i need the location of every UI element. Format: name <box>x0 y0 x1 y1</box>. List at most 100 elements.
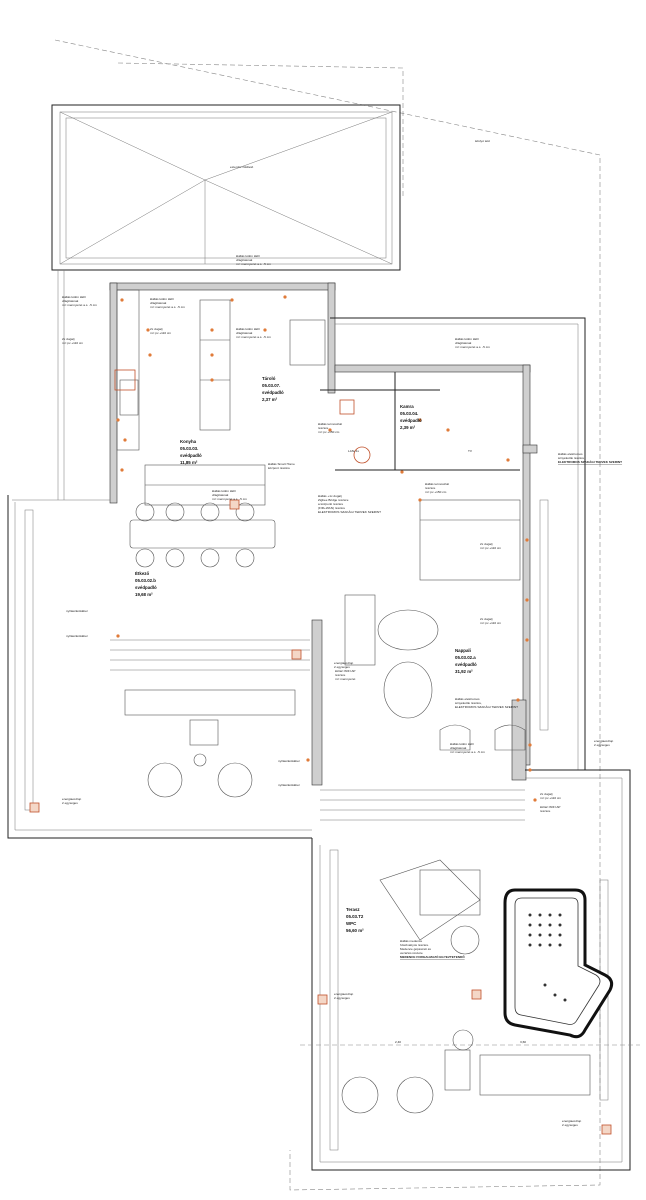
svg-text:Medence gépészeti és: Medence gépészeti és <box>400 947 431 951</box>
room-label-kamra: Kamra 05.03.04. svédpadló 2,39 m² <box>400 404 422 430</box>
svg-text:kiállás külön LED: kiállás külön LED <box>150 297 174 301</box>
annotation-smarthome: kiállás Smart Home központ részére <box>268 462 295 470</box>
svg-text:Konyha: Konyha <box>180 439 197 444</box>
hot-tub <box>503 888 614 1039</box>
kitchen-cabinets <box>116 289 326 506</box>
dining-table <box>129 502 276 568</box>
roof-outline-dashed <box>117 62 404 198</box>
svg-text:svédpadló: svédpadló <box>180 453 202 458</box>
green-roof: extenzív zöldtető <box>51 104 401 271</box>
svg-text:a központi részére: a központi részére <box>318 502 344 506</box>
svg-text:energiaoszlop: energiaoszlop <box>334 661 354 665</box>
svg-text:MEDENCE FORGALMAZÓ EGYEZTETEND: MEDENCE FORGALMAZÓ EGYEZTETENDŐ <box>400 954 465 959</box>
building-walls <box>109 282 538 786</box>
svg-text:világításnak: világításnak <box>212 493 229 497</box>
svg-text:energiaoszlop: energiaoszlop <box>334 992 354 996</box>
svg-text:2x dugalj: 2x dugalj <box>540 792 553 796</box>
svg-text:m= mennyezet: m= mennyezet <box>335 677 356 681</box>
svg-text:energiaoszlop: energiaoszlop <box>62 797 82 801</box>
svg-text:m= pv +110 cm: m= pv +110 cm <box>540 796 562 800</box>
annotation-energy-4: energiaoszlop 2 egységes <box>562 1119 582 1127</box>
svg-text:05.03.04.: 05.03.04. <box>400 411 418 416</box>
svg-text:m= mennyezet a.s. -5 cm: m= mennyezet a.s. -5 cm <box>455 345 490 349</box>
outlet-icon <box>601 1124 612 1135</box>
upper-terrace <box>7 317 586 839</box>
annotation-wifi-ap: kültéri WIFI AP részére m= mennyezet <box>335 669 356 681</box>
svg-text:05.03.07.: 05.03.07. <box>262 383 280 388</box>
outlet-icon <box>353 446 371 464</box>
svg-text:részére: részére <box>540 809 551 813</box>
roof-label: extenzív zöldtető <box>230 165 253 169</box>
svg-text:világításnak: világításnak <box>150 301 167 305</box>
svg-text:energiaoszlop: energiaoszlop <box>594 739 614 743</box>
annotation-electric-shades: kiállás elektromos árnyékolók részére, E… <box>558 452 622 464</box>
annotation-jacuzzi: kiállás medence hőszivattyús részére. Me… <box>400 939 465 959</box>
svg-text:2x dugalj: 2x dugalj <box>480 617 493 621</box>
lan-label: LAN+1x <box>348 449 360 453</box>
svg-text:kiállás külön LED: kiállás külön LED <box>236 254 260 258</box>
svg-text:hőszivattyús részére.: hőszivattyús részére. <box>400 943 429 947</box>
annotation-zigbee: kiállás +1x dugalj Zigbee Bridge részére… <box>318 494 381 514</box>
svg-text:Zigbee Bridge részére: Zigbee Bridge részére <box>318 498 349 502</box>
plot-boundary <box>54 39 601 1191</box>
annotation-energy-5: energiaoszlop 2 egységes <box>594 739 614 747</box>
svg-text:2x dugalj: 2x dugalj <box>62 337 75 341</box>
svg-text:kiállás külön LED: kiállás külön LED <box>450 742 474 746</box>
svg-text:Étkező: Étkező <box>135 571 149 576</box>
annotation-led-top: kiállás külön LED világításnak m= mennye… <box>236 254 271 266</box>
lower-terrace-furniture <box>341 859 591 1114</box>
outlet-icon <box>29 802 40 813</box>
annotation-thermostat-2: kiállás termosztát részére m= pv +150 cm <box>425 482 449 494</box>
svg-text:részére: részére <box>425 486 436 490</box>
outlet-icon <box>291 649 302 660</box>
svg-text:svédpadló: svédpadló <box>135 585 157 590</box>
svg-text:2x dugalj: 2x dugalj <box>480 542 493 546</box>
window-cable-label-4: nyílászárókábel <box>278 783 300 787</box>
dimension-1: 2,40 <box>395 1040 401 1044</box>
svg-text:05.03.02.a: 05.03.02.a <box>455 655 476 660</box>
svg-text:Tároló: Tároló <box>262 376 276 381</box>
annotation-energy-1: energiaoszlop 2 egységes <box>62 797 82 805</box>
annotation-electric-shades-2: kiállás elektromos árnyékolók részére, E… <box>455 697 518 709</box>
svg-text:kiállás termosztát: kiállás termosztát <box>318 422 342 426</box>
svg-text:Nappali: Nappali <box>455 648 471 653</box>
svg-text:kiállás medence: kiállás medence <box>400 939 422 943</box>
svg-text:svédpadló: svédpadló <box>455 662 477 667</box>
annotation-outlet-right: 2x dugalj m= pv +110 cm <box>540 792 562 800</box>
svg-text:m= mennyezet a.s. -5 cm: m= mennyezet a.s. -5 cm <box>236 335 271 339</box>
svg-text:(FIR+WAN) részére: (FIR+WAN) részére <box>318 506 345 510</box>
annotation-led-dining: kiállás külön LED világításnak m= mennye… <box>212 489 247 501</box>
svg-text:m= pv +110 cm: m= pv +110 cm <box>62 341 84 345</box>
svg-text:energiaoszlop: energiaoszlop <box>562 1119 582 1123</box>
annotation-outlet-living-2: 2x dugalj m= pv +110 cm <box>480 617 502 625</box>
annotation-energy-3: energiaoszlop 2 egységes <box>334 992 354 1000</box>
svg-text:05.03.03.: 05.03.03. <box>180 446 198 451</box>
room-label-tarolo: Tároló 05.03.07. svédpadló 2,37 m² <box>262 376 284 402</box>
svg-text:2 egységes: 2 egységes <box>62 801 78 805</box>
annotation-led-kitchen: kiállás külön LED világításnak m= mennye… <box>150 297 185 309</box>
svg-text:05.03.T2: 05.03.T2 <box>346 914 364 919</box>
leader-markers <box>116 295 537 802</box>
outlet-icon <box>229 499 240 510</box>
svg-text:ELEKTROMOS SZAKÁGI TERVEK SZER: ELEKTROMOS SZAKÁGI TERVEK SZERINT <box>558 459 622 464</box>
window-cable-label-3: nyílászárókábel <box>278 759 300 763</box>
svg-text:kiállás +1x dugalj: kiállás +1x dugalj <box>318 494 342 498</box>
svg-text:m= mennyezet a.s. -5 cm: m= mennyezet a.s. -5 cm <box>62 303 97 307</box>
annotation-wifi-ap-2: kültéri WIFI AP részére <box>540 805 560 813</box>
outlet-icon <box>339 399 355 415</box>
room-label-terasz: Terasz 05.03.T2 WPC 56,60 m² <box>346 907 364 933</box>
svg-text:2 egységes: 2 egységes <box>594 743 610 747</box>
svg-text:m= mennyezet a.s. -5 cm: m= mennyezet a.s. -5 cm <box>212 497 247 501</box>
svg-text:ELEKTROMOS SZAKÁGI TERVEK SZER: ELEKTROMOS SZAKÁGI TERVEK SZERINT <box>318 510 381 514</box>
outdoor-lounge-left <box>124 689 296 798</box>
svg-text:2,37 m²: 2,37 m² <box>262 397 278 402</box>
svg-text:05.03.02.b: 05.03.02.b <box>135 578 156 583</box>
room-label-nappali: Nappali 05.03.02.a svédpadló 31,92 m² <box>455 648 477 674</box>
svg-text:svédpadló: svédpadló <box>262 390 284 395</box>
annotation-energy-2: energiaoszlop 2 egységes <box>334 661 354 669</box>
svg-text:kültéri WIFI AP: kültéri WIFI AP <box>540 805 560 809</box>
svg-text:kiállás Smart Home: kiállás Smart Home <box>268 462 295 466</box>
svg-text:kiállás elektromos: kiállás elektromos <box>455 697 480 701</box>
svg-text:svédpadló: svédpadló <box>400 418 422 423</box>
svg-text:Kamra: Kamra <box>400 404 414 409</box>
